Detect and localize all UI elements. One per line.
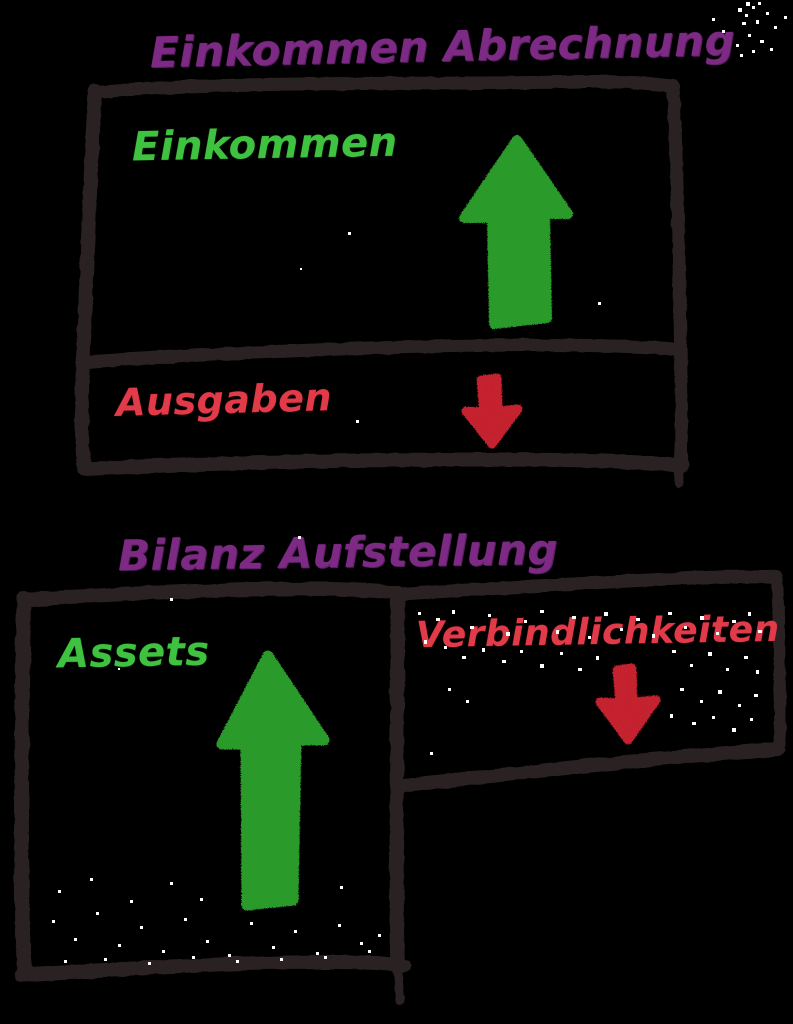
liabilities-down-arrow: [595, 663, 661, 745]
expenses-label: Ausgaben: [115, 375, 333, 425]
assets-up-arrow: [216, 650, 330, 911]
balance-sheet-box: [14, 569, 787, 1005]
income-up-arrow: [459, 135, 573, 329]
income-statement-box: [74, 74, 689, 488]
expenses-down-arrow: [461, 373, 523, 449]
balance-sheet-title: Bilanz Aufstellung: [117, 524, 559, 581]
income-label: Einkommen: [131, 119, 399, 171]
liabilities-label: Verbindlichkeiten: [415, 608, 781, 657]
assets-label: Assets: [57, 628, 211, 678]
